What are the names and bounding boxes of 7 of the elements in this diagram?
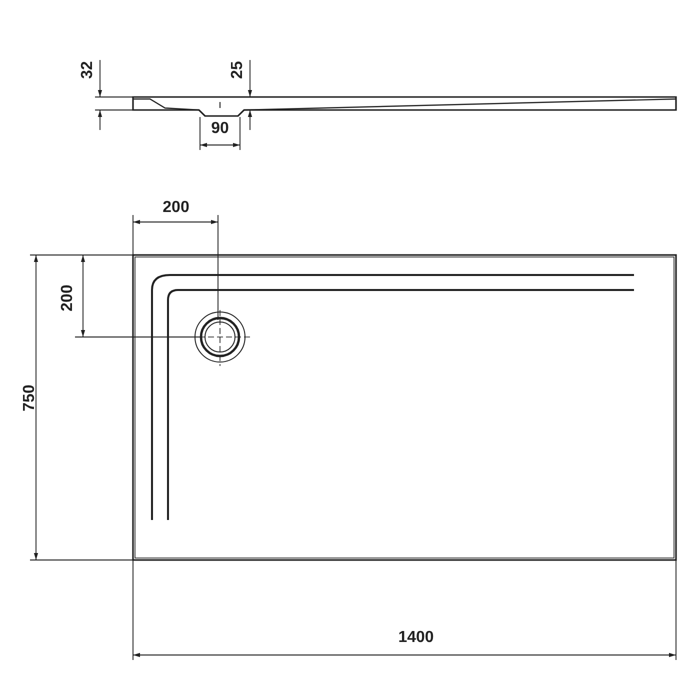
dimension-label: 90 [211, 121, 229, 137]
dimension-label: 32 [80, 61, 96, 79]
dimension-label: 1400 [398, 630, 434, 646]
dimension-label: 200 [60, 284, 76, 312]
dimension-label: 750 [22, 384, 38, 412]
dimension-label: 200 [162, 200, 190, 216]
dimension-label: 25 [230, 61, 246, 79]
